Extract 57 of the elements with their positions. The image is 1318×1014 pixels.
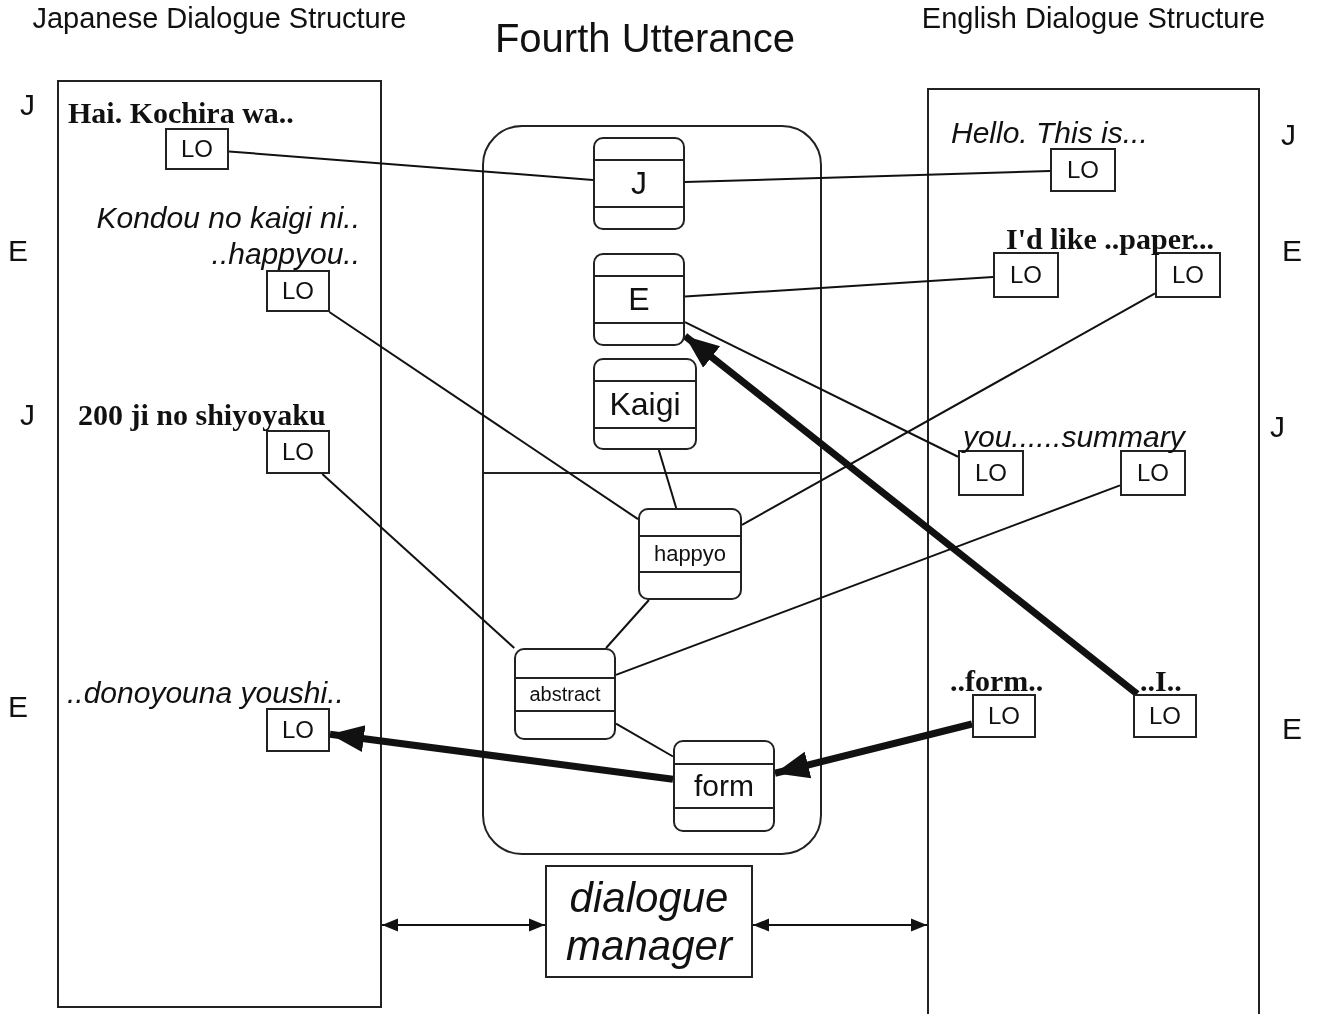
- link-line: [684, 321, 959, 458]
- speaker-marker: E: [8, 234, 28, 268]
- speaker-marker: J: [20, 398, 35, 432]
- lo-box: LO: [266, 708, 330, 752]
- lo-box: LO: [1155, 252, 1221, 298]
- concept-box: [638, 508, 742, 600]
- utterance-frame: [482, 125, 822, 855]
- panel-heading: English Dialogue Structure: [920, 2, 1267, 34]
- utterance-text: Hello. This is...: [951, 116, 1148, 150]
- utterance-text: Hai. Kochira wa..: [68, 96, 294, 130]
- link-line: [741, 292, 1156, 526]
- panel-heading: Japanese Dialogue Structure: [31, 2, 408, 34]
- lo-box: LO: [266, 270, 330, 312]
- link-line: [615, 484, 1121, 676]
- arrow: [774, 720, 973, 779]
- link-line: [615, 722, 674, 758]
- concept-name: happyo: [640, 535, 740, 573]
- speaker-marker: E: [1282, 234, 1302, 268]
- link-line: [684, 170, 1051, 184]
- utterance-text: ..donoyouna youshi..: [67, 676, 344, 710]
- diagram-title: Fourth Utterance: [493, 16, 797, 61]
- utterance-text: Kondou no kaigi ni.. ..happyou..: [95, 200, 360, 272]
- concept-name: J: [595, 159, 683, 208]
- link-line: [684, 276, 994, 298]
- concept-box: [593, 137, 685, 230]
- arrow: [752, 918, 928, 932]
- speaker-marker: E: [8, 690, 28, 724]
- link-line: [605, 599, 650, 649]
- lo-box: LO: [1120, 450, 1186, 496]
- lo-box: LO: [958, 450, 1024, 496]
- lo-box: LO: [266, 430, 330, 474]
- speaker-marker: J: [20, 88, 35, 122]
- lo-box: LO: [1133, 694, 1197, 738]
- concept-name: abstract: [516, 676, 614, 712]
- lo-box: LO: [993, 252, 1059, 298]
- speaker-marker: J: [1270, 410, 1285, 444]
- lo-box: LO: [1050, 148, 1116, 192]
- link-line: [321, 473, 516, 649]
- utterance-text: 200 ji no shiyoyaku: [78, 398, 326, 432]
- concept-box: [673, 740, 775, 832]
- arrow: [329, 725, 674, 783]
- speaker-marker: J: [1281, 118, 1296, 152]
- arrow: [682, 333, 1140, 697]
- concept-box: [593, 358, 697, 450]
- speaker-marker: E: [1282, 712, 1302, 746]
- link-line: [228, 150, 594, 181]
- concept-name: form: [675, 763, 773, 809]
- concept-box: [514, 648, 616, 740]
- arrow: [381, 918, 546, 932]
- concept-name: Kaigi: [595, 379, 695, 429]
- lo-box: LO: [165, 128, 229, 170]
- manager-box: dialogue manager: [545, 865, 753, 978]
- concept-box: [593, 253, 685, 346]
- lo-box: LO: [972, 694, 1036, 738]
- concept-name: E: [595, 275, 683, 324]
- link-line: [328, 311, 639, 521]
- link-line: [657, 449, 678, 509]
